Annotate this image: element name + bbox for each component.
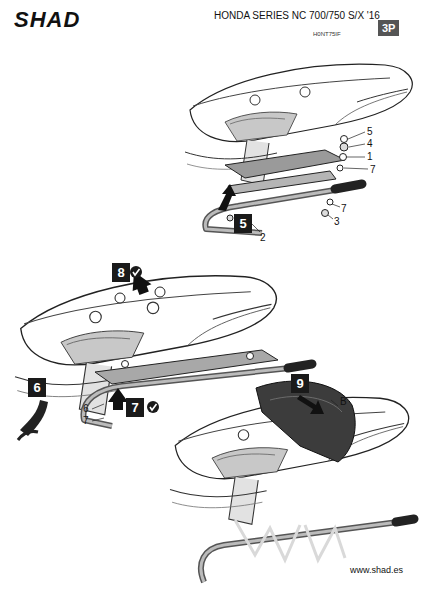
- callout-number: 7: [370, 164, 376, 175]
- model-title: HONDA SERIES NC 700/750 S/X '16: [214, 10, 380, 21]
- step-number-box: 7: [126, 398, 144, 417]
- callout-number: 5: [367, 126, 373, 137]
- callout-number: 1: [367, 151, 373, 162]
- callout-number: 7: [341, 203, 347, 214]
- step-number: 6: [33, 381, 40, 394]
- website-url: www.shad.es: [350, 566, 403, 576]
- step-number-box: 5: [234, 214, 252, 233]
- step-number: 5: [239, 217, 246, 230]
- callout-number: 7: [83, 415, 89, 426]
- step-number-box: 8: [112, 263, 130, 282]
- brand-logo: SHAD: [14, 8, 80, 32]
- step-number: 9: [296, 377, 303, 390]
- step-number-box: 6: [28, 378, 46, 397]
- part-letter: B: [340, 396, 347, 407]
- callout-number: 2: [260, 232, 266, 243]
- callout-number: 4: [367, 138, 373, 149]
- system-badge: 3P: [378, 20, 399, 36]
- callout-number: 3: [334, 216, 340, 227]
- step-number: 8: [117, 266, 124, 279]
- callout-number: 6: [83, 403, 89, 414]
- reference-code: H0NT75IF: [313, 31, 341, 38]
- step-number-box: 9: [291, 374, 309, 393]
- step-number: 7: [131, 401, 138, 414]
